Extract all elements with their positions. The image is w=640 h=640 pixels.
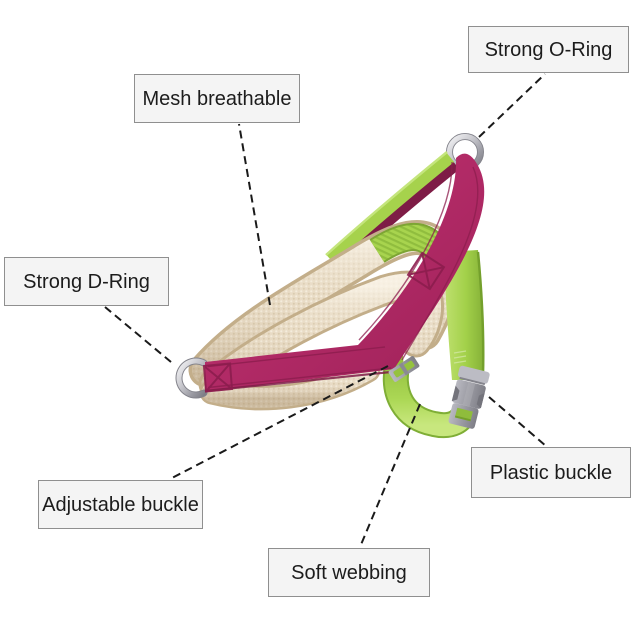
green-right-strap (444, 250, 485, 380)
adjuster (388, 356, 420, 382)
callout-mesh-breathable: Mesh breathable (134, 74, 300, 123)
callout-label: Soft webbing (291, 561, 407, 584)
callout-strong-d-ring: Strong D-Ring (4, 257, 169, 306)
callout-label: Strong O-Ring (484, 38, 613, 61)
callout-plastic-buckle: Plastic buckle (471, 447, 631, 498)
callout-adjustable-buckle: Adjustable buckle (38, 480, 203, 529)
callout-label: Strong D-Ring (23, 270, 150, 293)
callout-label: Mesh breathable (142, 87, 292, 110)
callout-label: Plastic buckle (489, 461, 613, 484)
callout-label: Adjustable buckle (42, 493, 199, 516)
callout-soft-webbing: Soft webbing (268, 548, 430, 597)
callout-strong-o-ring: Strong O-Ring (468, 26, 629, 73)
plastic-buckle-part (448, 365, 490, 429)
